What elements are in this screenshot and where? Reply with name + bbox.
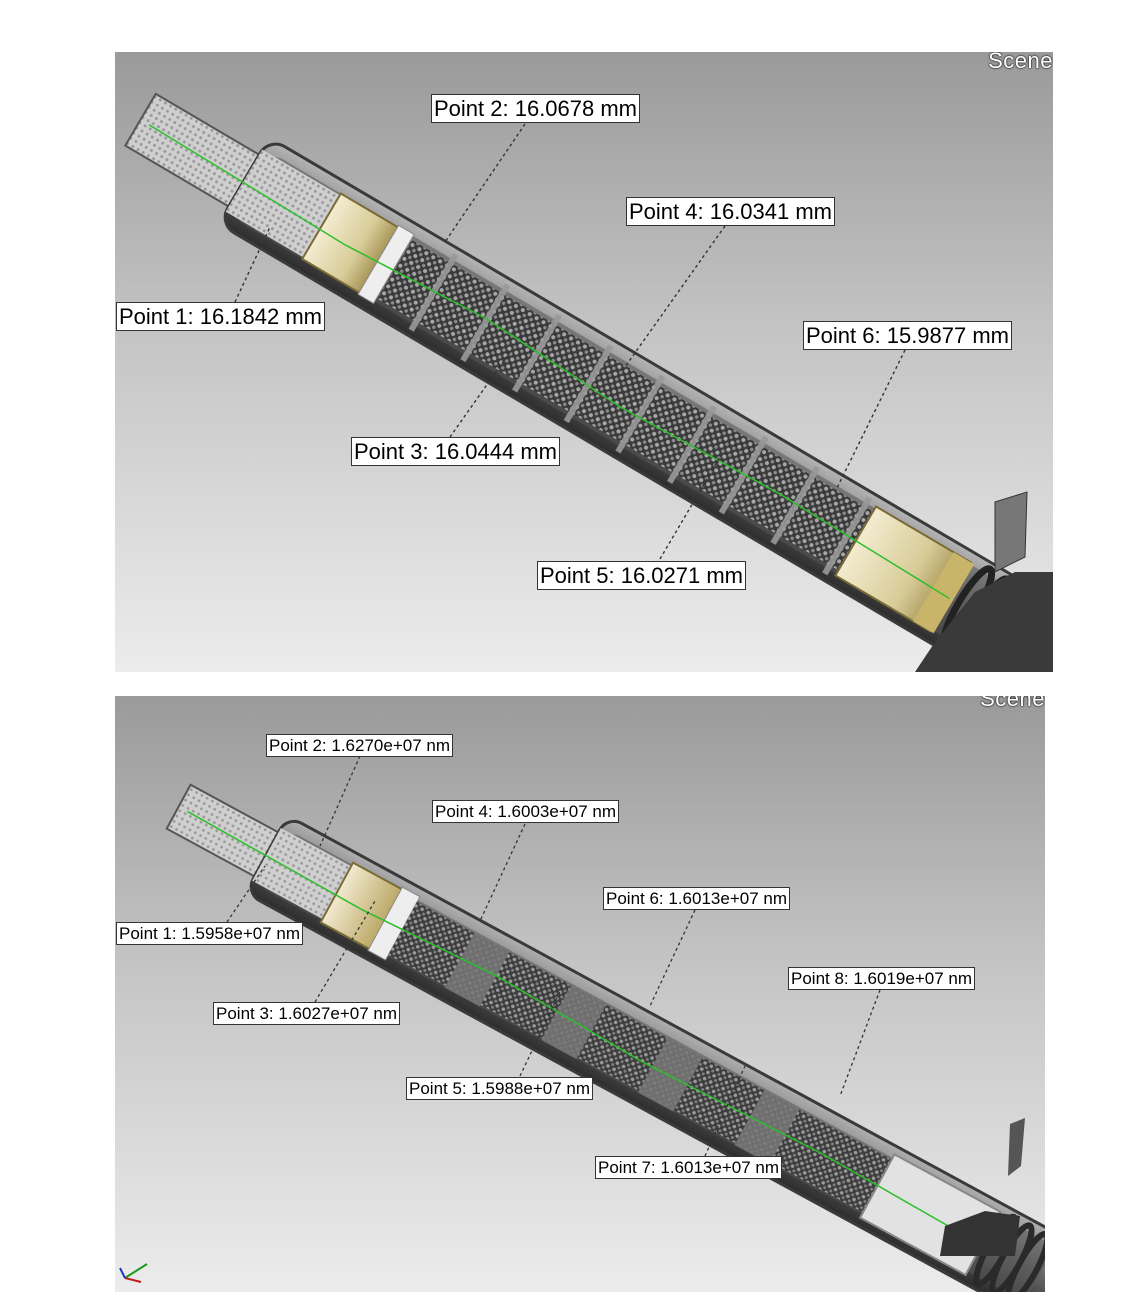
measurement-callout-5[interactable]: Point 5: 16.0271 mm — [537, 561, 747, 590]
scene-viewport-top[interactable]: Scene Point 1: 16.1842 mm Point 2: 16.06… — [115, 52, 1053, 672]
measurement-callout-5[interactable]: Point 5: 1.5988e+07 nm — [406, 1077, 593, 1100]
measurement-callout-4[interactable]: Point 4: 1.6003e+07 nm — [432, 800, 619, 823]
scene-label: Scene — [988, 52, 1053, 73]
axis-triad-icon — [119, 1263, 148, 1283]
measurement-callout-2[interactable]: Point 2: 1.6270e+07 nm — [266, 734, 453, 757]
measurement-path — [148, 124, 950, 600]
measurement-callout-1[interactable]: Point 1: 16.1842 mm — [116, 302, 326, 331]
ct-cartridge-model — [123, 92, 1053, 672]
filter-packing — [377, 240, 873, 571]
measurement-callout-6[interactable]: Point 6: 1.6013e+07 nm — [603, 887, 790, 910]
measurement-callout-1[interactable]: Point 1: 1.5958e+07 nm — [116, 922, 303, 945]
measurement-path — [187, 810, 978, 1244]
measurement-callout-8[interactable]: Point 8: 1.6019e+07 nm — [788, 967, 975, 990]
measurement-callout-6[interactable]: Point 6: 15.9877 mm — [803, 321, 1013, 350]
measurement-callout-4[interactable]: Point 4: 16.0341 mm — [626, 197, 836, 226]
measurement-callout-3[interactable]: Point 3: 16.0444 mm — [351, 437, 561, 466]
mount-bracket — [940, 1211, 1020, 1256]
measurement-callout-7[interactable]: Point 7: 1.6013e+07 nm — [595, 1156, 782, 1179]
measurement-callout-3[interactable]: Point 3: 1.6027e+07 nm — [213, 1002, 400, 1025]
scene-label: Scene — [980, 696, 1045, 711]
measurement-callout-2[interactable]: Point 2: 16.0678 mm — [431, 94, 641, 123]
mount-bracket — [915, 572, 1053, 672]
ct-cartridge-model — [165, 783, 1045, 1292]
scene-viewport-bottom[interactable]: Scene Point 1: 1.5958e+07 nm Point 2: 1.… — [115, 696, 1045, 1292]
